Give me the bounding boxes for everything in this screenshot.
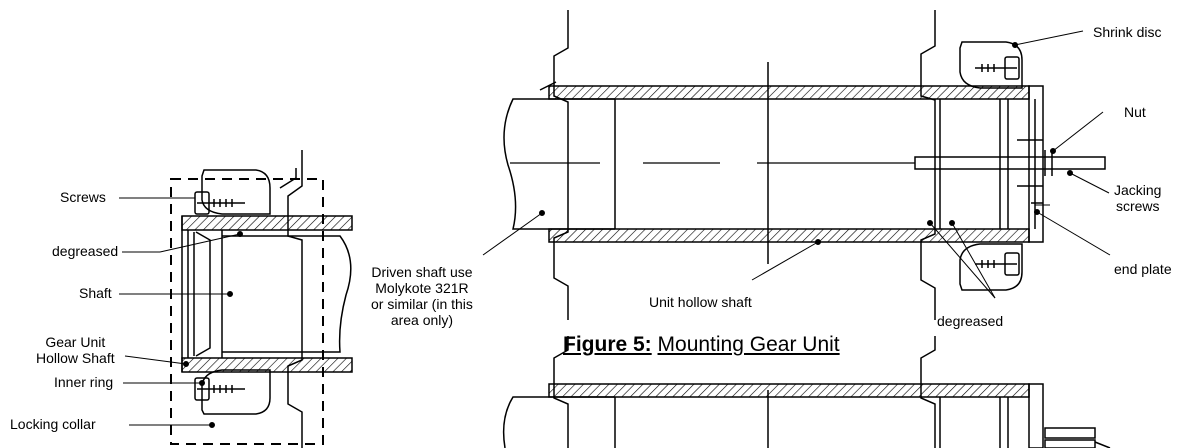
label-unit-hollow-shaft: Unit hollow shaft: [649, 294, 752, 310]
label-nut: Nut: [1124, 104, 1146, 120]
label-degreased-main: degreased: [937, 313, 1004, 329]
hollow-shaft-wall-top: [181, 215, 353, 231]
housing-flange: [287, 150, 303, 448]
label-shaft: Shaft: [79, 285, 112, 301]
shrink-disc-lower: [201, 369, 271, 415]
label-gear-unit-hollow-shaft: Gear Unit Hollow Shaft: [36, 334, 115, 366]
left-detail-view: [170, 150, 353, 448]
label-shrink-disc: Shrink disc: [1093, 24, 1162, 40]
shrink-disc-main-upper: [959, 41, 1023, 89]
label-screws: Screws: [60, 189, 106, 205]
hollow-shaft-wall-bottom: [181, 357, 353, 373]
label-end-plate: end plate: [1114, 261, 1172, 277]
second-view-partial: [502, 336, 1111, 448]
nut-bolt: [914, 156, 1106, 170]
end-plate: [1028, 85, 1044, 243]
dashed-outline: [170, 178, 324, 445]
label-jacking-screws: Jacking screws: [1114, 182, 1162, 214]
figure-caption: Figure 5: Mounting Gear Unit: [563, 333, 840, 357]
main-leaders: [482, 30, 1111, 299]
label-degreased-left: degreased: [52, 243, 119, 259]
unit-hollow-shaft-top: [548, 85, 1030, 100]
driven-shaft: [503, 98, 615, 230]
label-inner-ring: Inner ring: [54, 374, 114, 390]
label-locking-collar: Locking collar: [10, 416, 96, 432]
left-flange: [553, 10, 569, 320]
main-view: [503, 10, 1106, 320]
label-driven-shaft-note: Driven shaft use Molykote 321R or simila…: [371, 264, 473, 328]
left-leaders: [119, 197, 243, 428]
figure-label: Figure 5:: [563, 333, 652, 356]
shrink-disc-main-lower: [959, 243, 1023, 291]
right-flange: [920, 10, 936, 320]
shaft-left-detail: [222, 235, 352, 353]
figure-title: Mounting Gear Unit: [657, 333, 840, 356]
shrink-disc-upper: [201, 169, 271, 215]
